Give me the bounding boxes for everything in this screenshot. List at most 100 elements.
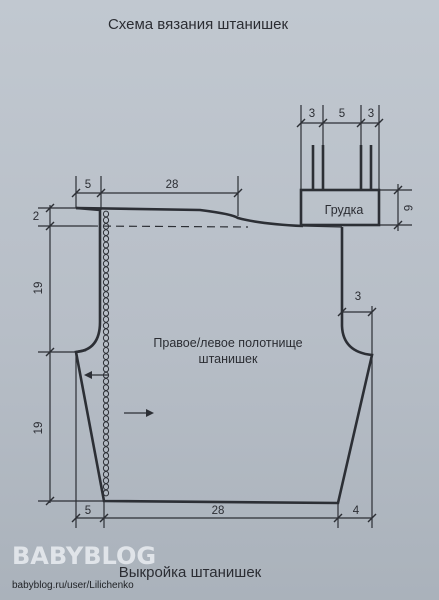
chain-stitch: [102, 483, 110, 491]
dim-top-left-5: 5: [85, 179, 91, 191]
dimension-tick: [367, 513, 377, 523]
watermark-url: babyblog.ru/user/Lilichenko: [12, 580, 134, 591]
chain-stitch: [102, 359, 110, 367]
dim-inset-3: 3: [355, 291, 361, 303]
yoke-rect: [299, 188, 381, 227]
dimension-tick: [356, 118, 366, 128]
dimension-tick: [374, 118, 384, 128]
chain-stitch: [102, 322, 110, 330]
dimension-tick: [393, 220, 403, 230]
chain-stitch: [102, 427, 110, 435]
chain-stitch: [102, 254, 110, 261]
chain-stitch: [102, 266, 110, 274]
chain-stitch: [102, 278, 110, 286]
chain-stitch: [102, 210, 110, 218]
arrow-left-head: [84, 371, 92, 379]
chain-stitch: [102, 297, 110, 305]
dim-left-19-upper: 19: [33, 282, 45, 295]
watermark-logo: BABYBLOG: [12, 542, 156, 570]
chain-stitch: [102, 471, 110, 478]
chain-stitch: [102, 309, 110, 317]
chain-stitch: [102, 440, 110, 447]
chain-stitch: [102, 347, 110, 354]
chain-stitch: [102, 229, 110, 237]
direction-arrows: [84, 371, 154, 417]
dim-yoke-6: 6: [401, 205, 413, 211]
dim-bottom-28: 28: [212, 505, 225, 517]
yoke: Грудка: [299, 145, 381, 227]
yoke-label: Грудка: [325, 203, 364, 217]
diagram-title: Схема вязания штанишек: [108, 16, 289, 33]
dim-left-19-lower: 19: [33, 422, 45, 435]
chain-stitch: [102, 477, 110, 485]
stitch-chain: [102, 210, 110, 497]
dimension-tick: [393, 185, 403, 195]
chain-stitch: [102, 378, 110, 385]
chain-stitch: [102, 390, 110, 398]
chain-stitch: [102, 409, 110, 416]
dimension-tick: [45, 203, 55, 213]
dimension-tick: [71, 513, 81, 523]
chain-stitch: [102, 272, 110, 280]
dimension-ticks: [45, 118, 403, 523]
dim-strap-3-left: 3: [309, 108, 315, 120]
top-waist-curve: [75, 206, 304, 228]
chain-stitch: [102, 402, 110, 410]
chain-stitch: [102, 489, 110, 497]
dim-bottom-5: 5: [85, 505, 91, 517]
strap-dimensions: 3 5 3: [300, 105, 380, 190]
dimension-tick: [333, 513, 343, 523]
diagram-caption: Выкройка штанишек: [119, 564, 262, 581]
chain-stitch: [102, 353, 110, 361]
side-inset-dimension: 3: [342, 291, 373, 355]
dimension-tick: [45, 347, 55, 357]
chain-stitch: [102, 384, 110, 392]
chain-stitch: [102, 235, 110, 243]
left-dimensions: 2 19 19: [33, 205, 104, 503]
dimension-tick: [367, 307, 377, 317]
chain-stitch: [102, 446, 110, 454]
dimension-tick: [318, 118, 328, 128]
chain-stitch: [102, 365, 110, 373]
dimension-tick: [296, 118, 306, 128]
piece-label-line2: штанишек: [199, 352, 258, 366]
dim-left-2: 2: [33, 211, 39, 223]
dimension-tick: [337, 307, 347, 317]
chain-stitch: [102, 247, 110, 255]
chain-stitch: [102, 260, 110, 268]
chain-stitch: [102, 316, 110, 323]
chain-stitch: [102, 421, 110, 429]
dashed-waist-line: [89, 225, 249, 228]
yoke-height-dimension: 6: [379, 184, 413, 231]
dim-strap-5: 5: [339, 108, 345, 120]
arrow-right-head: [146, 409, 154, 417]
chain-stitch: [102, 458, 110, 466]
chain-stitch: [102, 464, 110, 472]
dimension-tick: [45, 221, 55, 231]
chain-stitch: [102, 241, 110, 249]
chain-stitch: [102, 285, 110, 292]
chain-stitch: [102, 216, 110, 224]
chain-stitch: [102, 415, 110, 423]
dimension-tick: [45, 496, 55, 506]
chain-stitch: [102, 340, 110, 348]
chain-stitch: [102, 433, 110, 441]
dim-strap-3-right: 3: [368, 108, 374, 120]
chain-stitch: [102, 452, 110, 460]
chain-stitch: [102, 328, 110, 336]
dimension-tick: [71, 188, 81, 198]
dimension-tick: [233, 188, 243, 198]
chain-stitch: [102, 291, 110, 299]
bottom-dimensions: 5 28 4: [75, 352, 373, 528]
dim-top-28: 28: [166, 179, 179, 191]
dim-bottom-4: 4: [353, 505, 360, 517]
chain-stitch: [102, 303, 110, 311]
dimension-tick: [99, 513, 109, 523]
dimension-tick: [96, 188, 106, 198]
chain-stitch: [102, 334, 110, 342]
chain-stitch: [102, 396, 110, 404]
crotch-tip: [75, 348, 87, 354]
piece-label-line1: Правое/левое полотнище: [153, 336, 302, 350]
